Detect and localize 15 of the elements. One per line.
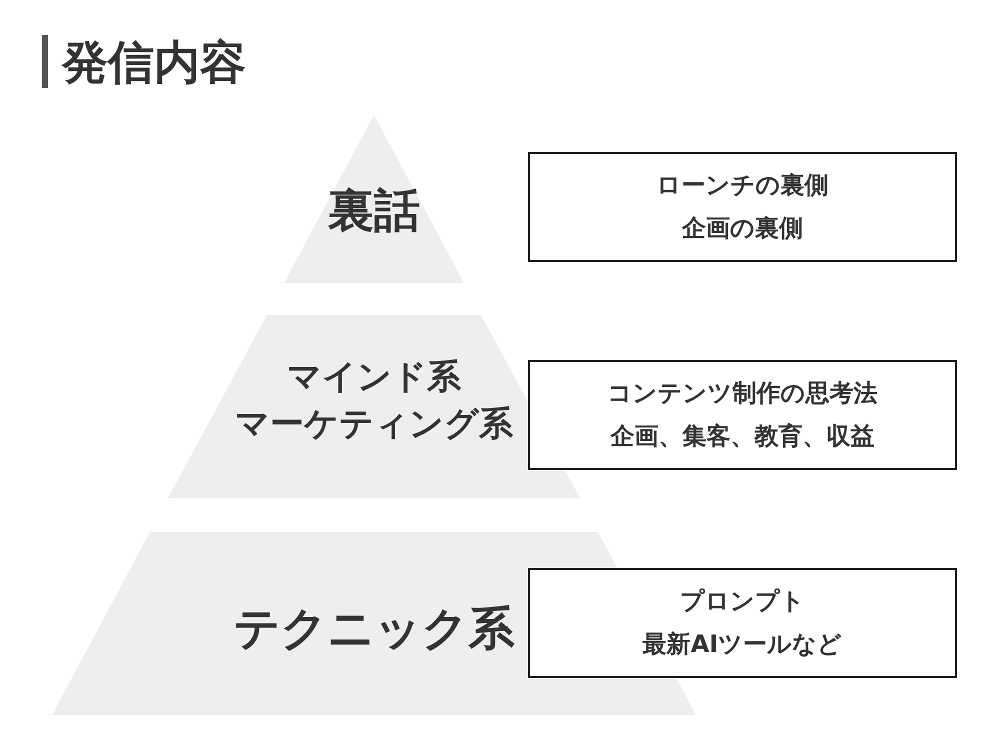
content-panel — [528, 152, 957, 262]
tier-label: マーケティング系 — [235, 403, 513, 446]
tier-label: マインド系 — [287, 356, 461, 399]
panel-text: コンテンツ制作の思考法 — [608, 378, 878, 409]
page-title: 発信内容 — [62, 34, 246, 91]
panel-text: 最新AIツールなど — [642, 629, 842, 660]
pyramid-tier — [168, 315, 580, 498]
panel-text: 企画の裏側 — [682, 213, 803, 244]
tier-label: テクニック系 — [234, 600, 514, 656]
panel-text: 企画、集客、教育、収益 — [610, 421, 874, 452]
tier-label: 裏話 — [328, 182, 420, 238]
panel-text: プロンプト — [680, 586, 805, 617]
panel-text: ローンチの裏側 — [656, 170, 828, 201]
content-panel — [528, 360, 957, 470]
content-panel — [528, 568, 957, 678]
